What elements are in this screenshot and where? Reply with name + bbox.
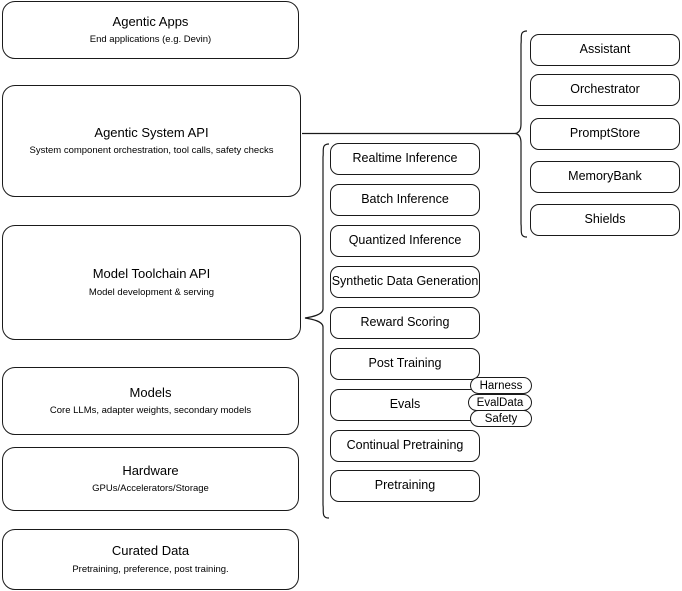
toolchain-component-realtime-inference[interactable]: Realtime Inference (330, 143, 480, 175)
layer-subtitle: Model development & serving (88, 286, 215, 298)
component-title: Orchestrator (570, 82, 640, 97)
component-title: MemoryBank (568, 169, 642, 184)
toolchain-component-quantized-inference[interactable]: Quantized Inference (330, 225, 480, 257)
toolchain-component-batch-inference[interactable]: Batch Inference (330, 184, 480, 216)
stack-layer-model-toolchain-api[interactable]: Model Toolchain API Model development & … (2, 225, 301, 340)
layer-subtitle: Core LLMs, adapter weights, secondary mo… (49, 405, 252, 417)
system-component-orchestrator[interactable]: Orchestrator (530, 74, 680, 106)
component-title: Reward Scoring (360, 315, 450, 330)
stack-layer-curated-data[interactable]: Curated Data Pretraining, preference, po… (2, 529, 299, 590)
layer-subtitle: Pretraining, preference, post training. (72, 563, 229, 575)
toolchain-component-continual-pretraining[interactable]: Continual Pretraining (330, 430, 480, 462)
toolchain-component-pretraining[interactable]: Pretraining (330, 470, 480, 502)
component-title: Batch Inference (361, 192, 449, 207)
toolchain-component-reward-scoring[interactable]: Reward Scoring (330, 307, 480, 339)
component-title: Realtime Inference (352, 151, 458, 166)
layer-subtitle: GPUs/Accelerators/Storage (92, 483, 209, 495)
layer-title: Models (129, 384, 172, 400)
badge-label: Safety (484, 412, 518, 425)
toolchain-component-post-training[interactable]: Post Training (330, 348, 480, 380)
system-component-assistant[interactable]: Assistant (530, 34, 680, 66)
layer-title: Curated Data (111, 543, 190, 559)
eval-badge-evaldata[interactable]: EvalData (468, 394, 532, 411)
stack-layer-models[interactable]: Models Core LLMs, adapter weights, secon… (2, 367, 299, 435)
stack-layer-hardware[interactable]: Hardware GPUs/Accelerators/Storage (2, 447, 299, 511)
component-title: Synthetic Data Generation (331, 274, 479, 289)
component-title: Quantized Inference (348, 233, 462, 248)
layer-title: Agentic Apps (112, 13, 189, 29)
layer-title: Agentic System API (94, 124, 209, 140)
component-title: Evals (389, 397, 421, 412)
layer-title: Hardware (122, 462, 179, 478)
toolchain-component-evals[interactable]: Evals (330, 389, 480, 421)
eval-badge-harness[interactable]: Harness (470, 377, 532, 394)
eval-badge-safety[interactable]: Safety (470, 410, 532, 427)
system-component-memorybank[interactable]: MemoryBank (530, 161, 680, 193)
badge-label: EvalData (476, 396, 524, 409)
layer-subtitle: System component orchestration, tool cal… (29, 145, 274, 157)
stack-layer-agentic-apps[interactable]: Agentic Apps End applications (e.g. Devi… (2, 1, 299, 59)
component-title: Post Training (368, 356, 442, 371)
system-component-shields[interactable]: Shields (530, 204, 680, 236)
component-title: PromptStore (569, 126, 641, 141)
stack-layer-agentic-system-api[interactable]: Agentic System API System component orch… (2, 85, 301, 197)
layer-subtitle: End applications (e.g. Devin) (89, 34, 212, 46)
system-component-promptstore[interactable]: PromptStore (530, 118, 680, 150)
component-title: Pretraining (374, 478, 436, 493)
toolchain-component-synthetic-data-generation[interactable]: Synthetic Data Generation (330, 266, 480, 298)
component-title: Shields (584, 212, 626, 227)
badge-label: Harness (479, 379, 523, 392)
layer-title: Model Toolchain API (92, 266, 211, 282)
brace-system-components (514, 30, 528, 238)
component-title: Continual Pretraining (346, 438, 464, 453)
component-title: Assistant (579, 42, 631, 57)
brace-toolchain-components (304, 143, 330, 519)
